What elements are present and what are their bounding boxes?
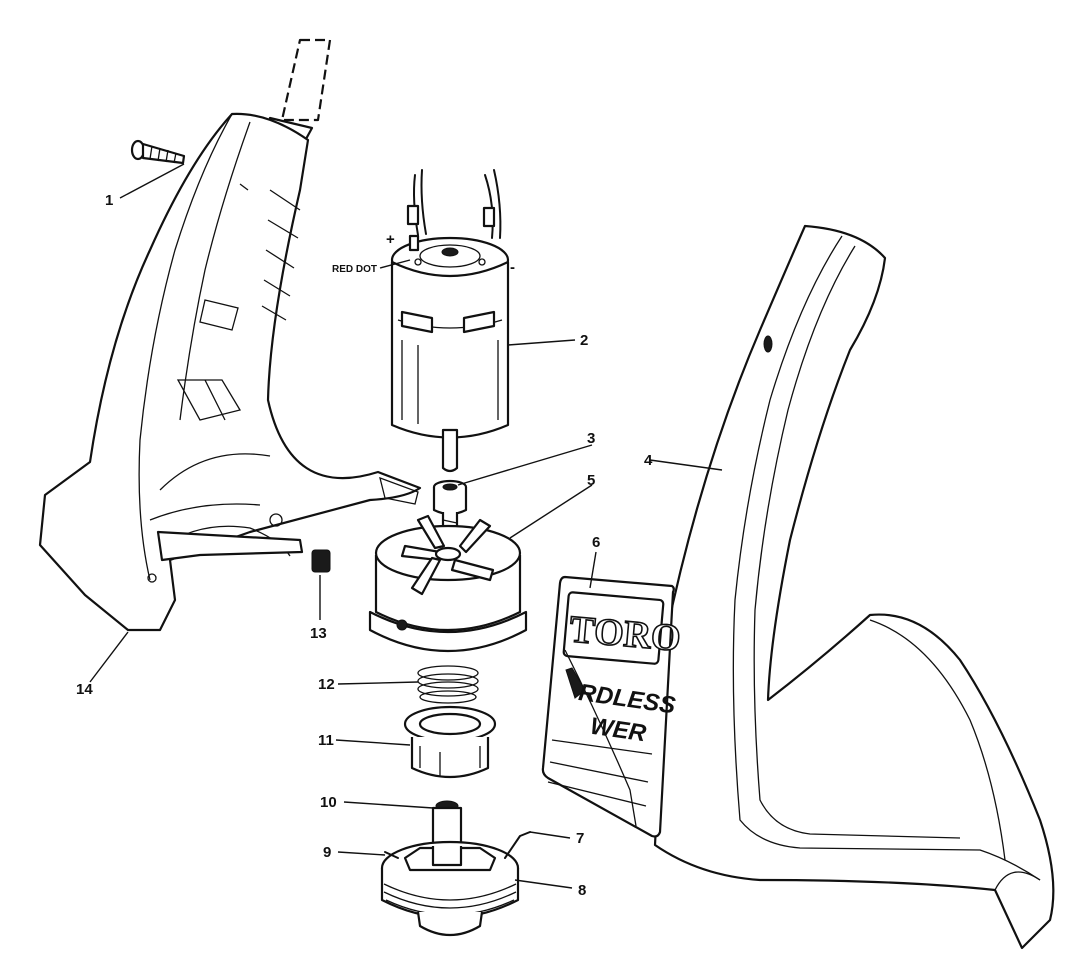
wire-labels: + - RED DOT: [332, 231, 515, 276]
small-nut-part: [311, 549, 331, 573]
callout-5: 5: [587, 472, 595, 489]
callout-14: 14: [76, 681, 93, 698]
callout-labels: 1 2 3 4 5 6 7 8 9 10 11 12 13 14: [76, 192, 653, 899]
hub-housing-part: [368, 514, 528, 653]
callout-1: 1: [105, 192, 113, 209]
callout-12: 12: [318, 676, 335, 693]
positive-terminal-label: +: [386, 231, 395, 248]
decal-part: TORO RDLESS WER: [541, 575, 683, 838]
spring-part: [417, 665, 479, 704]
callout-6: 6: [592, 534, 600, 551]
motor-part: [390, 169, 510, 473]
spool-retainer-part: [403, 705, 497, 779]
callout-4: 4: [644, 452, 653, 469]
callout-7: 7: [576, 830, 584, 847]
spool-assembly-part: [380, 831, 531, 936]
callout-2: 2: [580, 332, 588, 349]
callout-13: 13: [310, 625, 327, 642]
screw-part: [130, 139, 186, 165]
left-housing-part: [38, 38, 422, 632]
decal-logo-text: TORO: [568, 608, 682, 660]
callout-8: 8: [578, 882, 586, 899]
right-housing-part: [653, 224, 1055, 950]
red-dot-label: RED DOT: [332, 264, 377, 275]
negative-terminal-label: -: [510, 259, 515, 276]
callout-9: 9: [323, 844, 331, 861]
callout-3: 3: [587, 430, 595, 447]
callout-11: 11: [318, 732, 334, 749]
leader-lines: [89, 163, 723, 889]
callout-10: 10: [320, 794, 337, 811]
